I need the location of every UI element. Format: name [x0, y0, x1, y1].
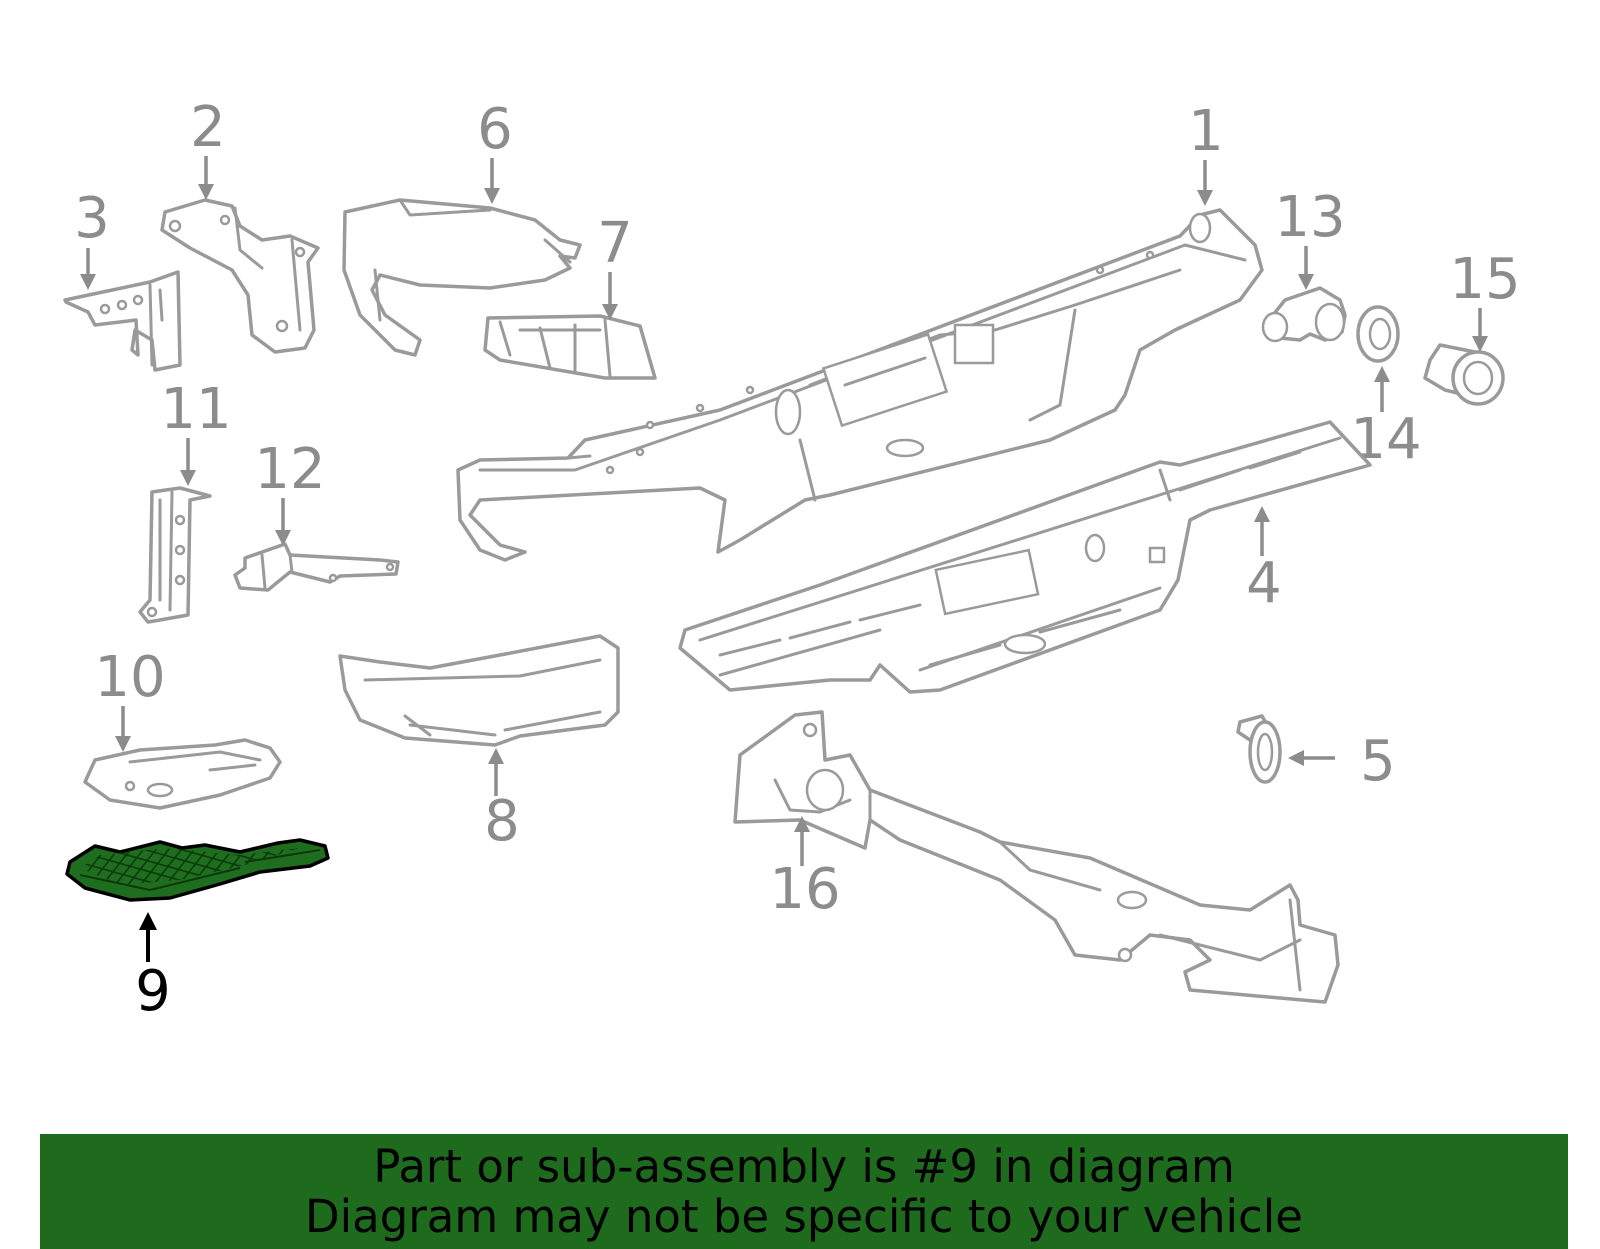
part-1-bumper[interactable]: [456, 208, 1264, 562]
callout-label: 3: [74, 186, 110, 251]
callout-2: 2: [190, 95, 226, 200]
callout-label: 6: [477, 97, 513, 162]
callout-10: 10: [94, 645, 166, 752]
part-5-clip[interactable]: [1236, 714, 1282, 784]
callout-label: 9: [135, 959, 171, 1024]
part-9-step-pad[interactable]: [65, 838, 330, 902]
callout-label: 15: [1449, 247, 1520, 312]
callout-label: 7: [597, 211, 633, 276]
banner-line-2: Diagram may not be specific to your vehi…: [305, 1189, 1303, 1243]
callout-label: 13: [1274, 185, 1345, 250]
part-4-step-pad[interactable]: [678, 420, 1372, 694]
callout-13: 13: [1274, 185, 1346, 290]
part-10-pad[interactable]: [83, 738, 282, 810]
callout-8: 8: [484, 748, 520, 854]
callout-16: 16: [769, 816, 841, 922]
part-12-bracket[interactable]: [233, 542, 400, 592]
callout-12: 12: [254, 437, 326, 546]
callout-label: 16: [769, 857, 840, 922]
callout-4: 4: [1246, 506, 1282, 616]
part-15-bezel[interactable]: [1423, 343, 1505, 406]
callout-1: 1: [1188, 99, 1224, 206]
callout-label: 8: [484, 789, 520, 854]
callout-label: 2: [190, 95, 226, 160]
callout-3: 3: [74, 186, 110, 290]
part-2-bracket[interactable]: [160, 198, 320, 354]
callout-label: 10: [94, 645, 165, 710]
part-11-bracket[interactable]: [138, 486, 212, 624]
callout-label: 5: [1360, 729, 1396, 794]
callout-label: 11: [160, 377, 231, 442]
banner-line-1: Part or sub-assembly is #9 in diagram: [373, 1139, 1235, 1193]
callout-7: 7: [597, 211, 633, 320]
callout-label: 1: [1188, 99, 1224, 164]
part-7-bracket[interactable]: [483, 314, 657, 380]
info-banner: Part or sub-assembly is #9 in diagram Di…: [40, 1134, 1568, 1249]
callout-5: 5: [1288, 729, 1396, 794]
part-16-hitch[interactable]: [733, 710, 1340, 1004]
callout-6: 6: [477, 97, 513, 204]
callout-label: 12: [254, 437, 325, 502]
part-6-cover[interactable]: [342, 198, 582, 357]
callout-9: 9: [135, 912, 171, 1024]
part-13-sensor[interactable]: [1261, 286, 1347, 343]
callout-15: 15: [1449, 247, 1521, 352]
callout-11: 11: [160, 377, 232, 486]
part-3-bracket[interactable]: [63, 270, 182, 372]
part-14-retainer[interactable]: [1356, 305, 1400, 363]
part-8-step[interactable]: [338, 634, 620, 747]
callout-label: 4: [1246, 551, 1282, 616]
